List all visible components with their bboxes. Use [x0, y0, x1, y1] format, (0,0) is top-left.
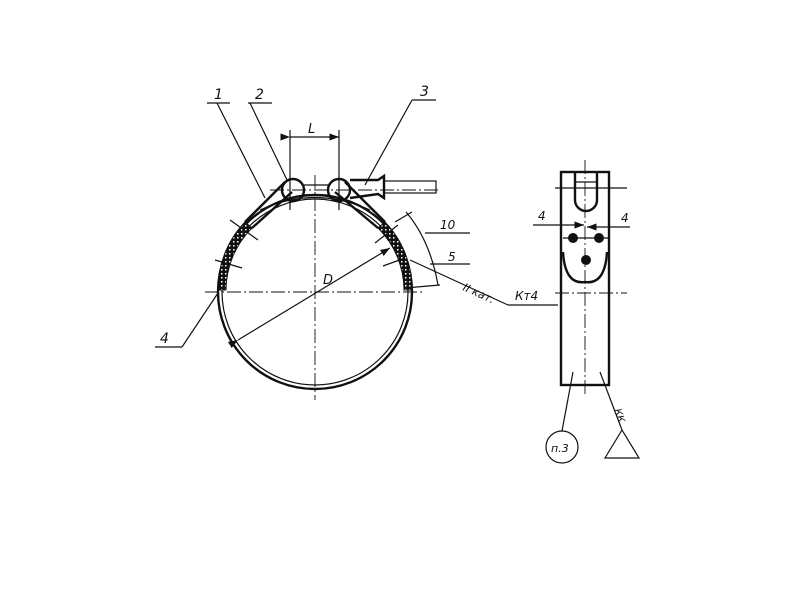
note-ref-circle: [545, 430, 579, 464]
callout-2: 2: [255, 87, 264, 103]
bolt-shank: [383, 180, 437, 194]
weld-type-label: Кт4: [515, 289, 538, 303]
bolt-head: [349, 173, 386, 201]
side-dim-right: 4: [621, 211, 629, 225]
gasket-left: [217, 221, 253, 291]
weld-mark-triangle: [603, 428, 641, 459]
strap-top: [259, 197, 371, 211]
dim-D: [227, 247, 391, 349]
callout-3: 3: [420, 84, 429, 100]
side-view: 4 4 п.3 КК: [533, 160, 641, 464]
dim-D-label: D: [323, 273, 333, 288]
side-dim-left: 4: [538, 209, 546, 223]
side-slot: [573, 172, 599, 213]
gasket-right: [377, 221, 413, 291]
front-view: L D 10 5 II кат. Кт4 1 2 3 4: [155, 84, 558, 400]
strap: [244, 181, 386, 229]
weld-10-label: 10: [440, 218, 456, 232]
dim-L-label: L: [308, 122, 315, 137]
note-ref-label: п.3: [551, 442, 569, 455]
callout-4: 4: [160, 331, 169, 347]
callout-1: 1: [214, 87, 223, 103]
weld-mark-label: КК: [611, 407, 627, 425]
weld-category-label: II кат.: [461, 281, 497, 306]
weld-5-label: 5: [448, 250, 456, 264]
callout-leaders: [155, 99, 436, 348]
weld-arc-dim: [405, 211, 439, 286]
